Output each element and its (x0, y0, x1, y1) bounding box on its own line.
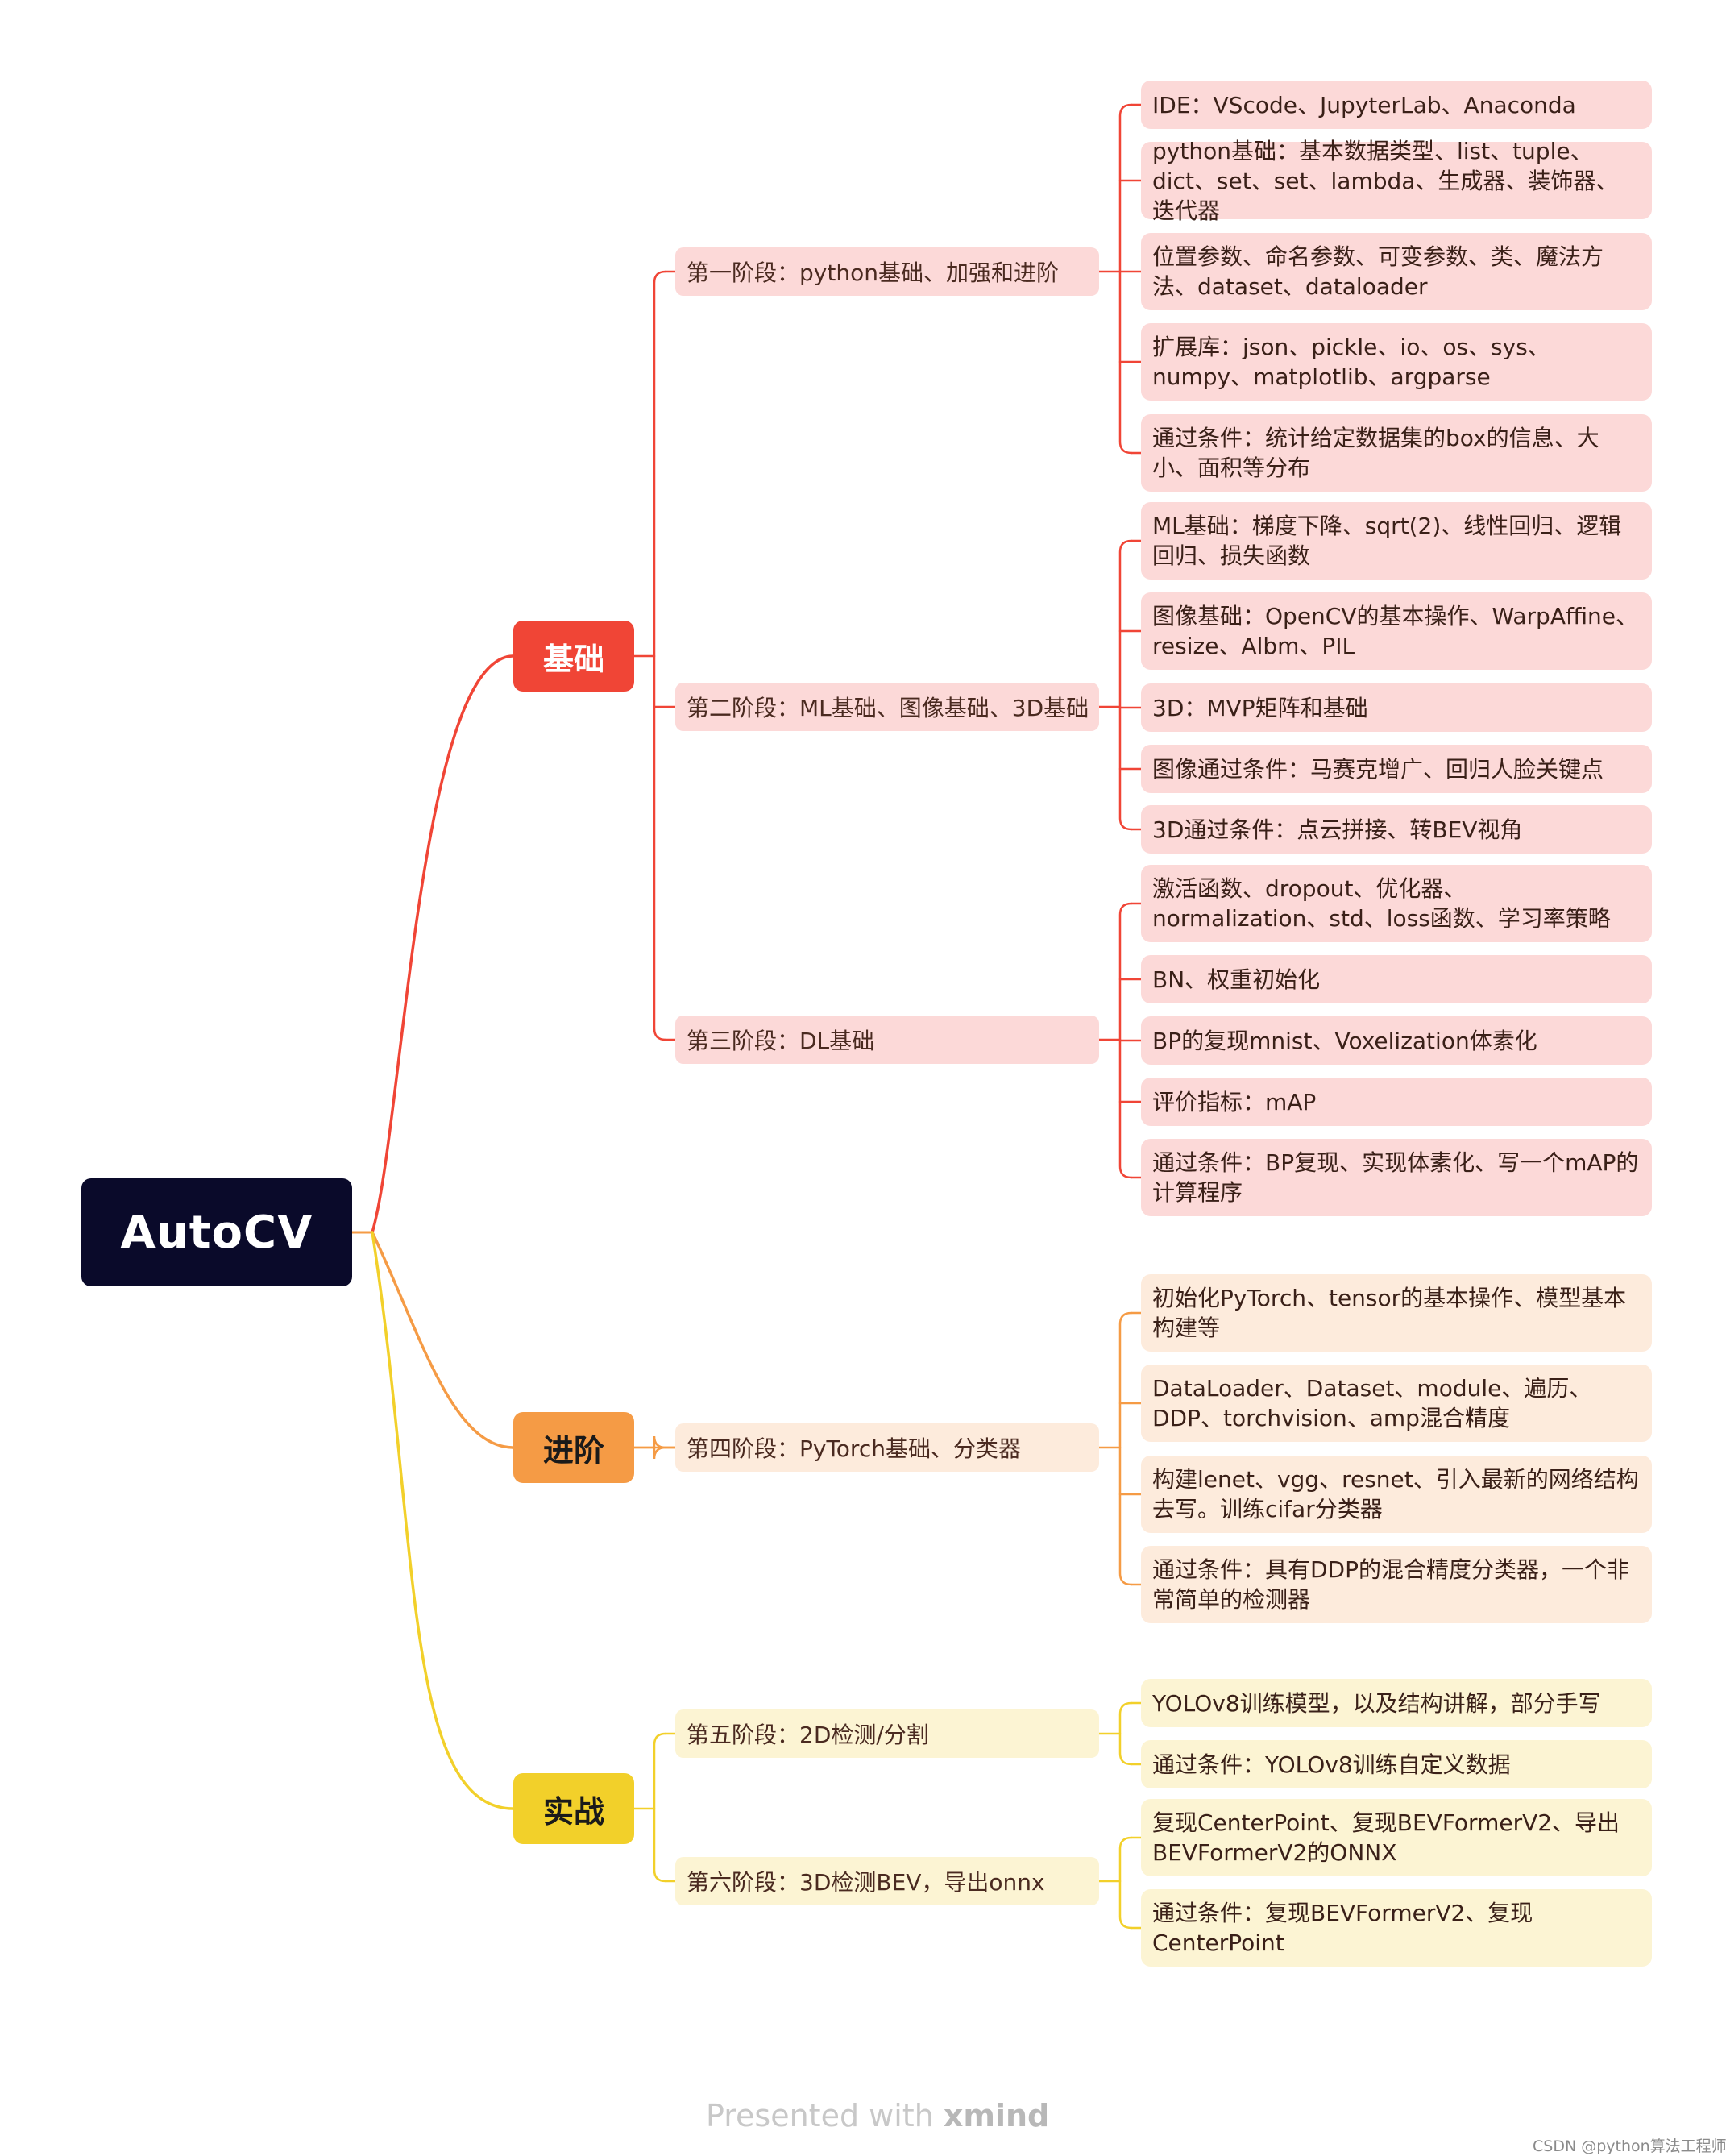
leaf-node[interactable]: 位置参数、命名参数、可变参数、类、魔法方法、dataset、dataloader (1141, 233, 1652, 310)
leaf-node[interactable]: 图像基础：OpenCV的基本操作、WarpAffine、resize、Albm、… (1141, 592, 1652, 670)
footer-prefix: Presented with (706, 2098, 944, 2133)
footer-credit: Presented with xmind (706, 2098, 1049, 2133)
footer-brand: xmind (943, 2098, 1050, 2133)
watermark: CSDN @python算法工程师 (1533, 2137, 1726, 2155)
stage-node-3[interactable]: 第三阶段：DL基础 (675, 1016, 1099, 1064)
leaf-node[interactable]: 3D通过条件：点云拼接、转BEV视角 (1141, 805, 1652, 854)
leaf-node[interactable]: 通过条件：YOLOv8训练自定义数据 (1141, 1740, 1652, 1788)
leaf-node[interactable]: 复现CenterPoint、复现BEVFormerV2、导出BEVFormerV… (1141, 1799, 1652, 1876)
leaf-node[interactable]: 通过条件：BP复现、实现体素化、写一个mAP的计算程序 (1141, 1139, 1652, 1216)
connector (371, 1231, 515, 1810)
leaf-node[interactable]: DataLoader、Dataset、module、遍历、DDP、torchvi… (1141, 1365, 1652, 1442)
leaf-node[interactable]: 图像通过条件：马赛克增广、回归人脸关键点 (1141, 745, 1652, 793)
stage-node-5[interactable]: 第五阶段：2D检测/分割 (675, 1709, 1099, 1758)
stage-node-2[interactable]: 第二阶段：ML基础、图像基础、3D基础 (675, 683, 1099, 731)
leaf-node[interactable]: 激活函数、dropout、优化器、normalization、std、loss函… (1141, 865, 1652, 942)
connector (653, 1732, 667, 1883)
leaf-node[interactable]: 通过条件：具有DDP的混合精度分类器，一个非常简单的检测器 (1141, 1546, 1652, 1623)
branch-node-advanced[interactable]: 进阶 (513, 1412, 634, 1483)
stage-node-6[interactable]: 第六阶段：3D检测BEV，导出onnx (675, 1857, 1099, 1905)
stage-node-1[interactable]: 第一阶段：python基础、加强和进阶 (675, 247, 1099, 296)
connector (1118, 1311, 1133, 1586)
connector (371, 1231, 515, 1449)
leaf-node[interactable]: BN、权重初始化 (1141, 955, 1652, 1003)
leaf-node[interactable]: 3D：MVP矩阵和基础 (1141, 683, 1652, 732)
leaf-node[interactable]: YOLOv8训练模型，以及结构讲解，部分手写 (1141, 1679, 1652, 1727)
leaf-node[interactable]: 通过条件：复现BEVFormerV2、复现CenterPoint (1141, 1889, 1652, 1967)
connector (653, 270, 667, 1041)
connector (1118, 1836, 1133, 1930)
branch-node-basics[interactable]: 基础 (513, 621, 634, 692)
stage-node-4[interactable]: 第四阶段：PyTorch基础、分类器 (675, 1423, 1099, 1472)
connector (1118, 103, 1133, 455)
connector (1118, 539, 1133, 831)
leaf-node[interactable]: 扩展库：json、pickle、io、os、sys、numpy、matplotl… (1141, 323, 1652, 401)
root-node[interactable]: AutoCV (81, 1178, 352, 1286)
leaf-node[interactable]: python基础：基本数据类型、list、tuple、dict、set、set、… (1141, 138, 1652, 224)
leaf-node[interactable]: IDE：VScode、JupyterLab、Anaconda (1141, 81, 1652, 129)
branch-node-practice[interactable]: 实战 (513, 1773, 634, 1844)
leaf-node[interactable]: ML基础：梯度下降、sqrt(2)、线性回归、逻辑回归、损失函数 (1141, 502, 1652, 580)
leaf-node[interactable]: 评价指标：mAP (1141, 1078, 1652, 1126)
leaf-node[interactable]: 构建lenet、vgg、resnet、引入最新的网络结构去写。训练cifar分类… (1141, 1456, 1652, 1533)
leaf-node[interactable]: 初始化PyTorch、tensor的基本操作、模型基本构建等 (1141, 1274, 1652, 1352)
connector (371, 654, 515, 1234)
leaf-node[interactable]: 通过条件：统计给定数据集的box的信息、大小、面积等分布 (1141, 414, 1652, 492)
leaf-node[interactable]: BP的复现mnist、Voxelization体素化 (1141, 1016, 1652, 1065)
connector (1118, 1701, 1133, 1766)
